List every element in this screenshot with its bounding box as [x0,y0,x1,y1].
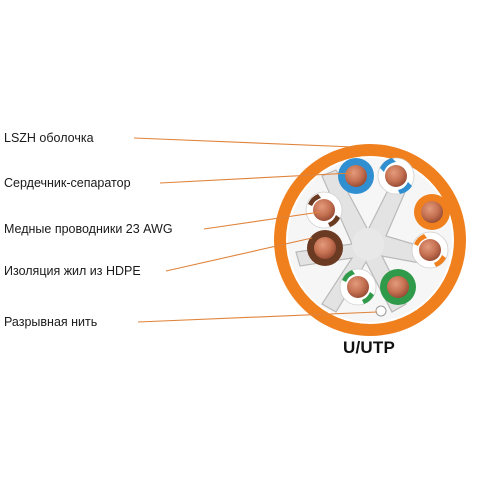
leader-lines [133,137,378,323]
pair-brown [305,191,343,266]
copper-brown [314,237,336,259]
leader-separator [159,172,353,184]
copper-white-orange [419,239,441,261]
leader-ripcord [137,311,378,323]
rip-cord [375,305,387,317]
pair-orange [411,194,450,269]
copper-blue [345,165,367,187]
copper-white-blue [385,165,407,187]
copper-white-brown [313,199,335,221]
cable-type-caption: U/UTP [343,338,395,357]
label-insulation: Изоляция жил из HDPE [4,264,141,278]
copper-white-green [347,276,369,298]
leader-insulation [165,237,313,272]
pair-green [339,268,416,306]
copper-orange [421,201,443,223]
label-jacket: LSZH оболочка [4,131,94,145]
label-ripcord: Разрывная нить [4,315,98,329]
label-separator: Сердечник-сепаратор [4,176,131,190]
label-conductors: Медные проводники 23 AWG [4,222,173,236]
copper-green [387,276,409,298]
cross-separator [295,169,441,313]
pair-blue [338,157,415,195]
leader-conductors [203,211,321,230]
leader-jacket [133,137,355,148]
